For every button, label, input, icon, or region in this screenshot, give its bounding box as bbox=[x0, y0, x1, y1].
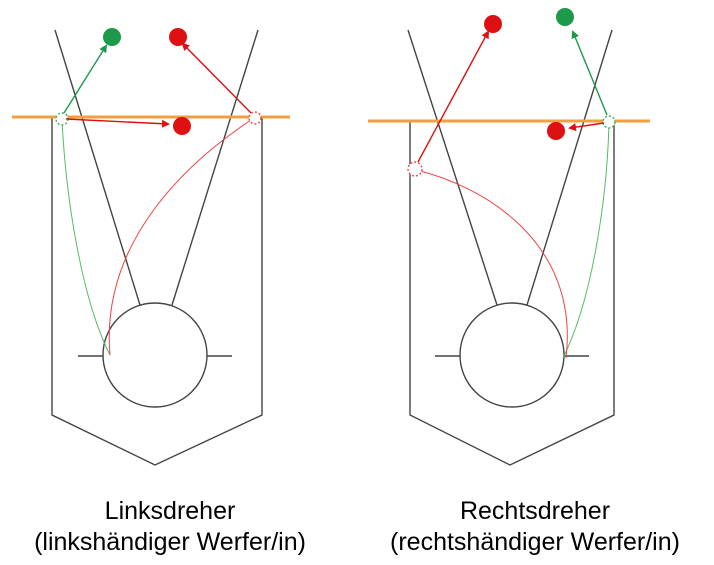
right-arrow-red-up bbox=[417, 30, 489, 163]
left-ball-red-top bbox=[169, 28, 187, 46]
right-ball-red-line bbox=[547, 122, 565, 140]
left-cage-outline bbox=[51, 118, 263, 466]
left-ball-red-line bbox=[173, 117, 191, 135]
left-arrow-green bbox=[63, 44, 108, 114]
right-panel bbox=[368, 8, 650, 466]
left-throwing-circle bbox=[102, 302, 208, 408]
right-caption-subtitle: (rechtshändiger Werfer/in) bbox=[390, 528, 680, 556]
left-arrow-red-along bbox=[65, 118, 170, 128]
right-caption: Rechtsdreher (rechtshändiger Werfer/in) bbox=[355, 496, 714, 558]
left-sector-line-right bbox=[171, 29, 259, 306]
right-red-path bbox=[415, 169, 568, 359]
right-release-burst-green bbox=[602, 115, 616, 129]
left-release-burst-red bbox=[248, 111, 262, 125]
left-panel bbox=[12, 28, 290, 466]
left-sector-line-left bbox=[54, 29, 141, 306]
right-arrow-red-along bbox=[568, 122, 605, 132]
right-cage-outline bbox=[409, 121, 615, 466]
right-green-path bbox=[562, 122, 610, 359]
left-red-path bbox=[108, 117, 255, 356]
right-release-burst-red bbox=[407, 161, 423, 177]
right-sector-line-left bbox=[407, 29, 498, 306]
left-green-path bbox=[61, 119, 111, 356]
throwing-diagram bbox=[12, 8, 650, 466]
right-arrow-green bbox=[571, 30, 608, 116]
left-ball-green bbox=[103, 28, 121, 46]
right-throwing-circle bbox=[459, 302, 565, 408]
left-caption-subtitle: (linkshändiger Werfer/in) bbox=[34, 528, 306, 556]
right-ball-green bbox=[556, 8, 574, 26]
right-ball-red-top bbox=[484, 15, 502, 33]
right-sector-line-right bbox=[526, 29, 613, 306]
right-caption-title: Rechtsdreher bbox=[459, 497, 611, 525]
left-caption-title: Linksdreher bbox=[104, 497, 236, 525]
left-caption: Linksdreher (linkshändiger Werfer/in) bbox=[0, 496, 350, 558]
left-arrow-red-up bbox=[181, 42, 252, 114]
